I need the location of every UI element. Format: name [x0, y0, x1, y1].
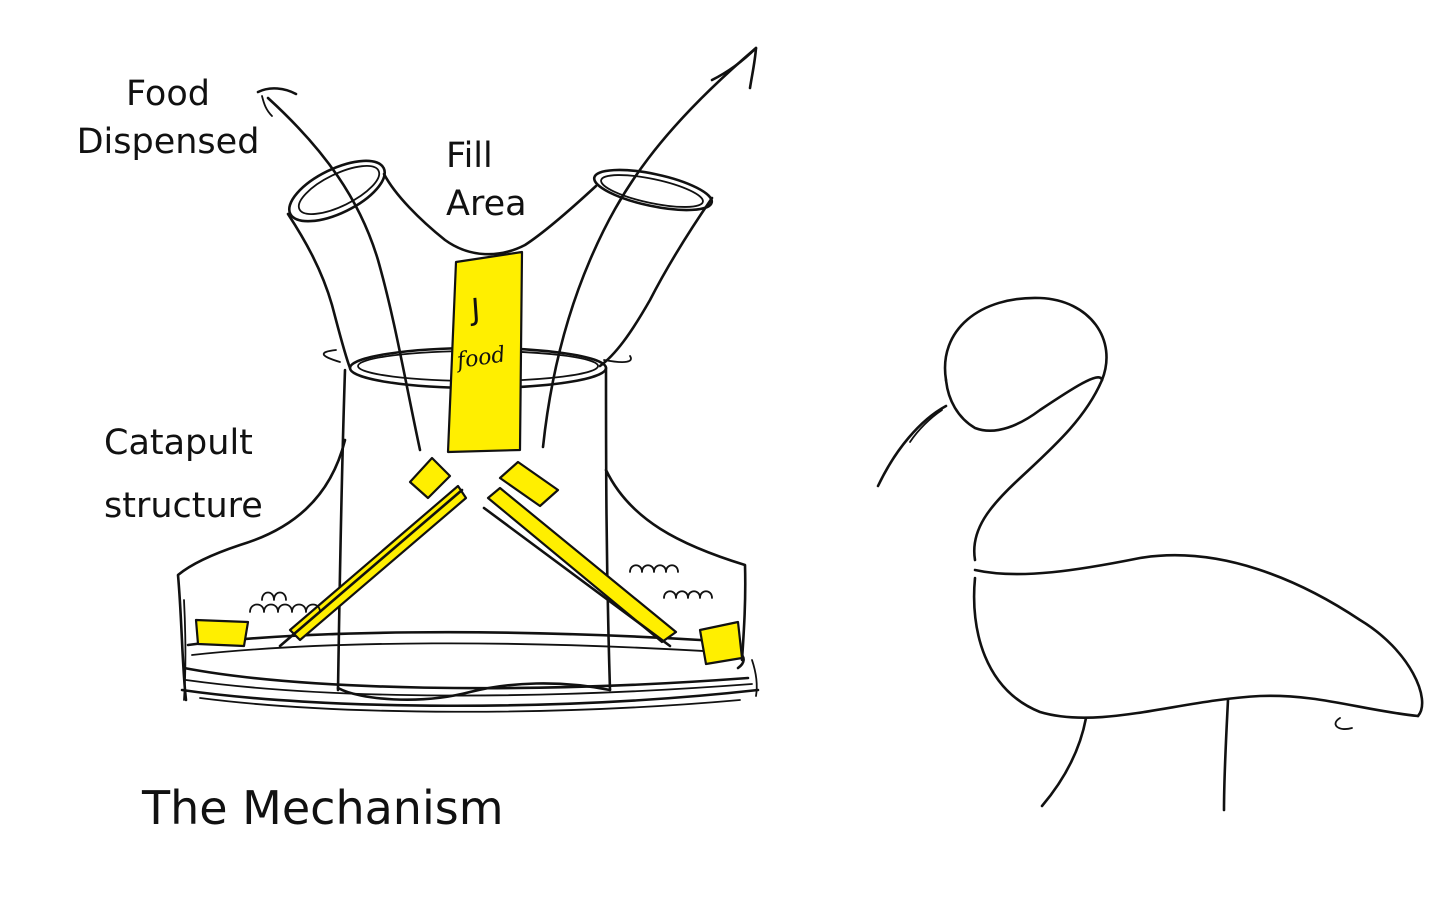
catapult-line1: Catapult	[104, 412, 263, 475]
fill-area-line1: Fill	[446, 132, 527, 180]
catapult-line2: structure	[104, 475, 263, 538]
diagram-title: The Mechanism	[142, 778, 504, 838]
bird-sketch	[878, 298, 1422, 810]
food-dispensed-label: Food Dispensed	[62, 70, 274, 166]
fill-area-line2: Area	[446, 180, 527, 228]
food-dispensed-line1: Food	[62, 70, 274, 118]
food-dispensed-line2: Dispensed	[62, 118, 274, 166]
catapult-structure-label: Catapult structure	[104, 412, 263, 538]
fill-area-label: Fill Area	[446, 132, 527, 228]
fill-area-column: J food	[448, 252, 522, 452]
